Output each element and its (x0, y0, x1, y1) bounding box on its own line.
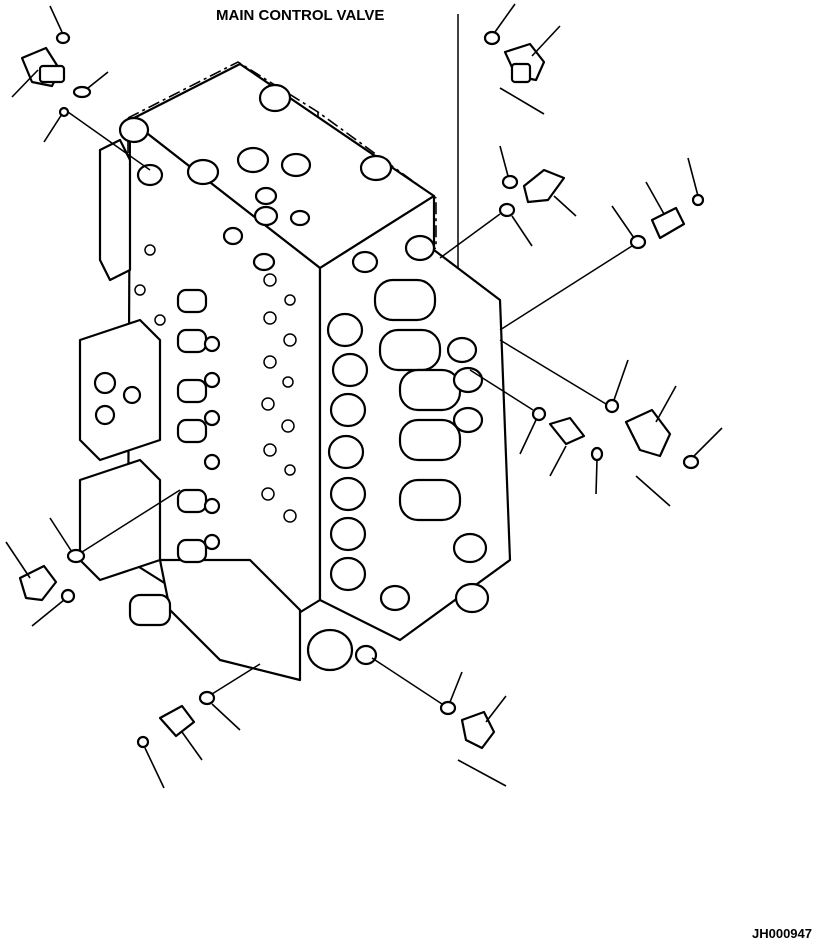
elbow-fitting-icon (503, 42, 546, 84)
straight-connector-icon (522, 168, 566, 204)
o-ring-icon (629, 234, 647, 250)
diagram-title: MAIN CONTROL VALVE (216, 7, 384, 24)
o-ring-icon (501, 174, 519, 190)
o-ring-icon (604, 398, 620, 414)
o-ring-icon (682, 454, 700, 470)
o-ring-icon (72, 85, 92, 99)
o-ring-icon (198, 690, 216, 706)
elbow-fitting-icon (18, 564, 58, 602)
port-holes (134, 244, 297, 523)
drawing-number: JH000947 (752, 926, 812, 941)
o-ring-icon (498, 202, 516, 218)
main-control-valve-body (78, 61, 512, 682)
elbow-fitting-icon (624, 408, 672, 458)
o-ring-icon (55, 31, 71, 45)
o-ring-icon (439, 700, 457, 716)
straight-connector-icon (158, 704, 196, 738)
straight-connector-icon (548, 416, 586, 446)
o-ring-icon (60, 588, 76, 604)
o-ring-icon (66, 548, 86, 564)
straight-connector-icon (650, 206, 686, 240)
solenoid-valves (326, 234, 490, 614)
o-ring-icon (691, 193, 705, 207)
o-ring-icon (136, 735, 150, 749)
o-ring-icon (590, 446, 604, 462)
o-ring-icon (483, 30, 501, 46)
o-ring-icon (531, 406, 547, 422)
